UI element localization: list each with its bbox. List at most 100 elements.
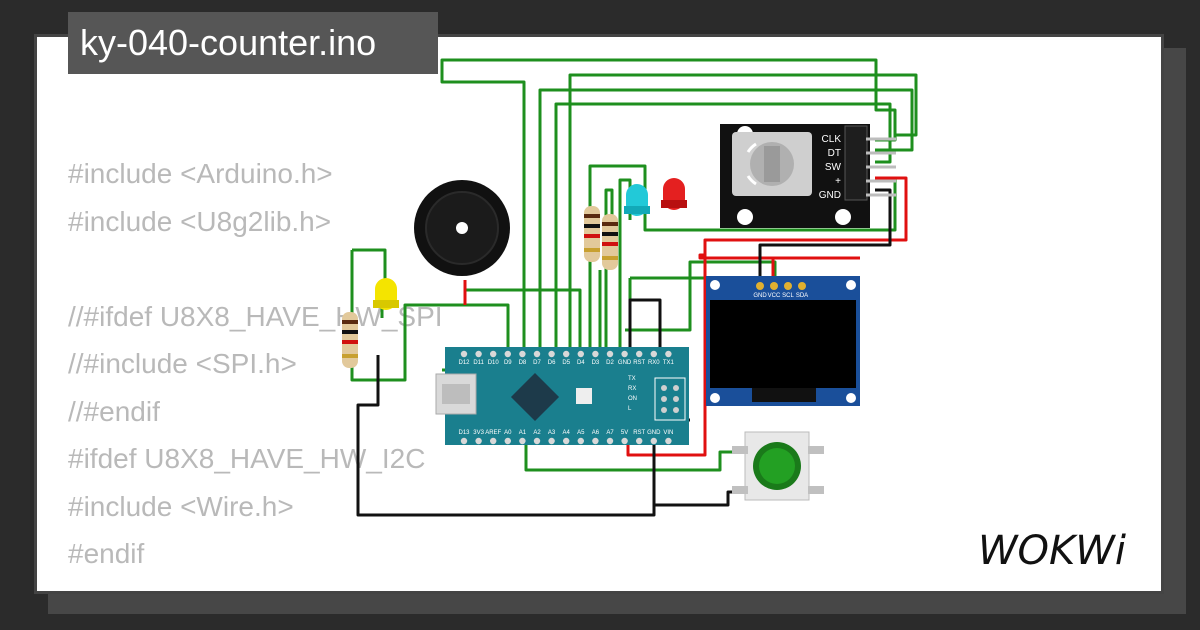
pin-label: D9 bbox=[504, 360, 512, 366]
pin-label: GND bbox=[618, 360, 632, 366]
pin-label: D8 bbox=[519, 360, 527, 366]
wire-black bbox=[356, 355, 656, 517]
code-line: #include <U8g2lib.h> bbox=[68, 205, 332, 237]
pin-hole bbox=[563, 350, 570, 358]
pin-label: A2 bbox=[533, 430, 541, 436]
wire-green bbox=[440, 58, 897, 355]
resistor bbox=[342, 312, 358, 368]
pin-hole bbox=[490, 437, 497, 445]
pin-hole bbox=[475, 350, 482, 358]
oled-pin bbox=[770, 282, 778, 290]
pin-label: D5 bbox=[562, 360, 570, 366]
wire-red bbox=[626, 240, 707, 457]
board-label: RX bbox=[628, 386, 636, 392]
pin-hole bbox=[577, 437, 584, 445]
pin-hole bbox=[475, 437, 482, 445]
wire-green bbox=[604, 188, 614, 355]
board-label: L bbox=[628, 406, 632, 412]
pin-label: A5 bbox=[577, 430, 585, 436]
resistor bbox=[602, 214, 618, 270]
encoder-pin-label: GND bbox=[819, 190, 841, 201]
oled-pin-label: VCC bbox=[768, 293, 781, 299]
oled-pin bbox=[756, 282, 764, 290]
wire-green bbox=[350, 303, 510, 382]
oled-pin bbox=[784, 282, 792, 290]
rotate-arrow-icon bbox=[746, 142, 757, 153]
pin-hole bbox=[504, 437, 511, 445]
pin-label: D2 bbox=[606, 360, 614, 366]
pin-hole bbox=[548, 350, 555, 358]
oled-pin bbox=[798, 282, 806, 290]
encoder-pin bbox=[866, 193, 896, 197]
pin-label: GND bbox=[647, 430, 661, 436]
pin-hole bbox=[606, 437, 614, 445]
pin-label: A1 bbox=[519, 430, 527, 436]
pin-hole bbox=[460, 350, 468, 358]
encoder-pin bbox=[866, 137, 896, 141]
pin-label: D4 bbox=[577, 360, 585, 366]
wire-black bbox=[652, 440, 745, 507]
pin-hole bbox=[650, 437, 657, 445]
encoder-pin-label: SW bbox=[825, 162, 842, 173]
pin-label: A0 bbox=[504, 430, 512, 436]
pin-label: D6 bbox=[548, 360, 556, 366]
oled-pin-label: SDA bbox=[796, 293, 808, 299]
pin-label: VIN bbox=[663, 430, 673, 436]
logo-text: WOKWi bbox=[978, 528, 1126, 574]
project-title: ky-040-counter.ino bbox=[68, 12, 438, 74]
pin-hole bbox=[650, 350, 657, 358]
pin-hole bbox=[533, 437, 541, 445]
board-label: TX bbox=[628, 376, 636, 382]
encoder-pin-label: DT bbox=[828, 148, 841, 159]
code-line: //#endif bbox=[68, 395, 160, 427]
pin-hole bbox=[592, 350, 599, 358]
oled-pin-label: GND bbox=[753, 293, 767, 299]
pin-label: D13 bbox=[458, 430, 470, 436]
pin-label: D7 bbox=[533, 360, 541, 366]
wire-green bbox=[568, 73, 918, 355]
pin-label: RST bbox=[633, 360, 645, 366]
wire-green bbox=[538, 88, 914, 355]
buzzer bbox=[414, 180, 510, 276]
pin-label: RST bbox=[633, 430, 645, 436]
wokwi-logo: WOKWi bbox=[978, 524, 1148, 579]
pin-hole bbox=[548, 437, 555, 445]
pin-hole bbox=[519, 437, 526, 445]
pin-hole bbox=[460, 437, 468, 445]
code-line: #ifdef U8X8_HAVE_HW_I2C bbox=[68, 443, 426, 474]
pin-hole bbox=[636, 350, 643, 358]
pin-hole bbox=[665, 437, 672, 445]
code-line: #include <Arduino.h> bbox=[68, 158, 333, 189]
pin-label: A3 bbox=[548, 430, 556, 436]
pin-label: D11 bbox=[473, 360, 484, 366]
wire-green bbox=[352, 248, 387, 280]
resistor bbox=[584, 206, 600, 262]
wire-green bbox=[554, 102, 892, 355]
pin-hole bbox=[533, 350, 541, 358]
pin-hole bbox=[621, 437, 628, 445]
pin-hole bbox=[621, 350, 628, 358]
code-line: #endif bbox=[68, 538, 145, 569]
led-red bbox=[661, 178, 687, 210]
encoder-pin bbox=[866, 165, 896, 169]
pin-label: 5V bbox=[621, 430, 628, 436]
pin-hole bbox=[606, 350, 614, 358]
pin-label: RX0 bbox=[648, 360, 660, 366]
pin-label: A4 bbox=[563, 430, 571, 436]
pin-hole bbox=[577, 350, 584, 358]
pin-hole bbox=[665, 350, 672, 358]
wire-green bbox=[524, 440, 745, 472]
led-blue bbox=[624, 184, 650, 216]
encoder-pin-label: CLK bbox=[822, 134, 842, 145]
pin-hole bbox=[592, 437, 599, 445]
push-button bbox=[732, 431, 824, 501]
pin-hole bbox=[519, 350, 526, 358]
pin-label: D10 bbox=[488, 360, 500, 366]
